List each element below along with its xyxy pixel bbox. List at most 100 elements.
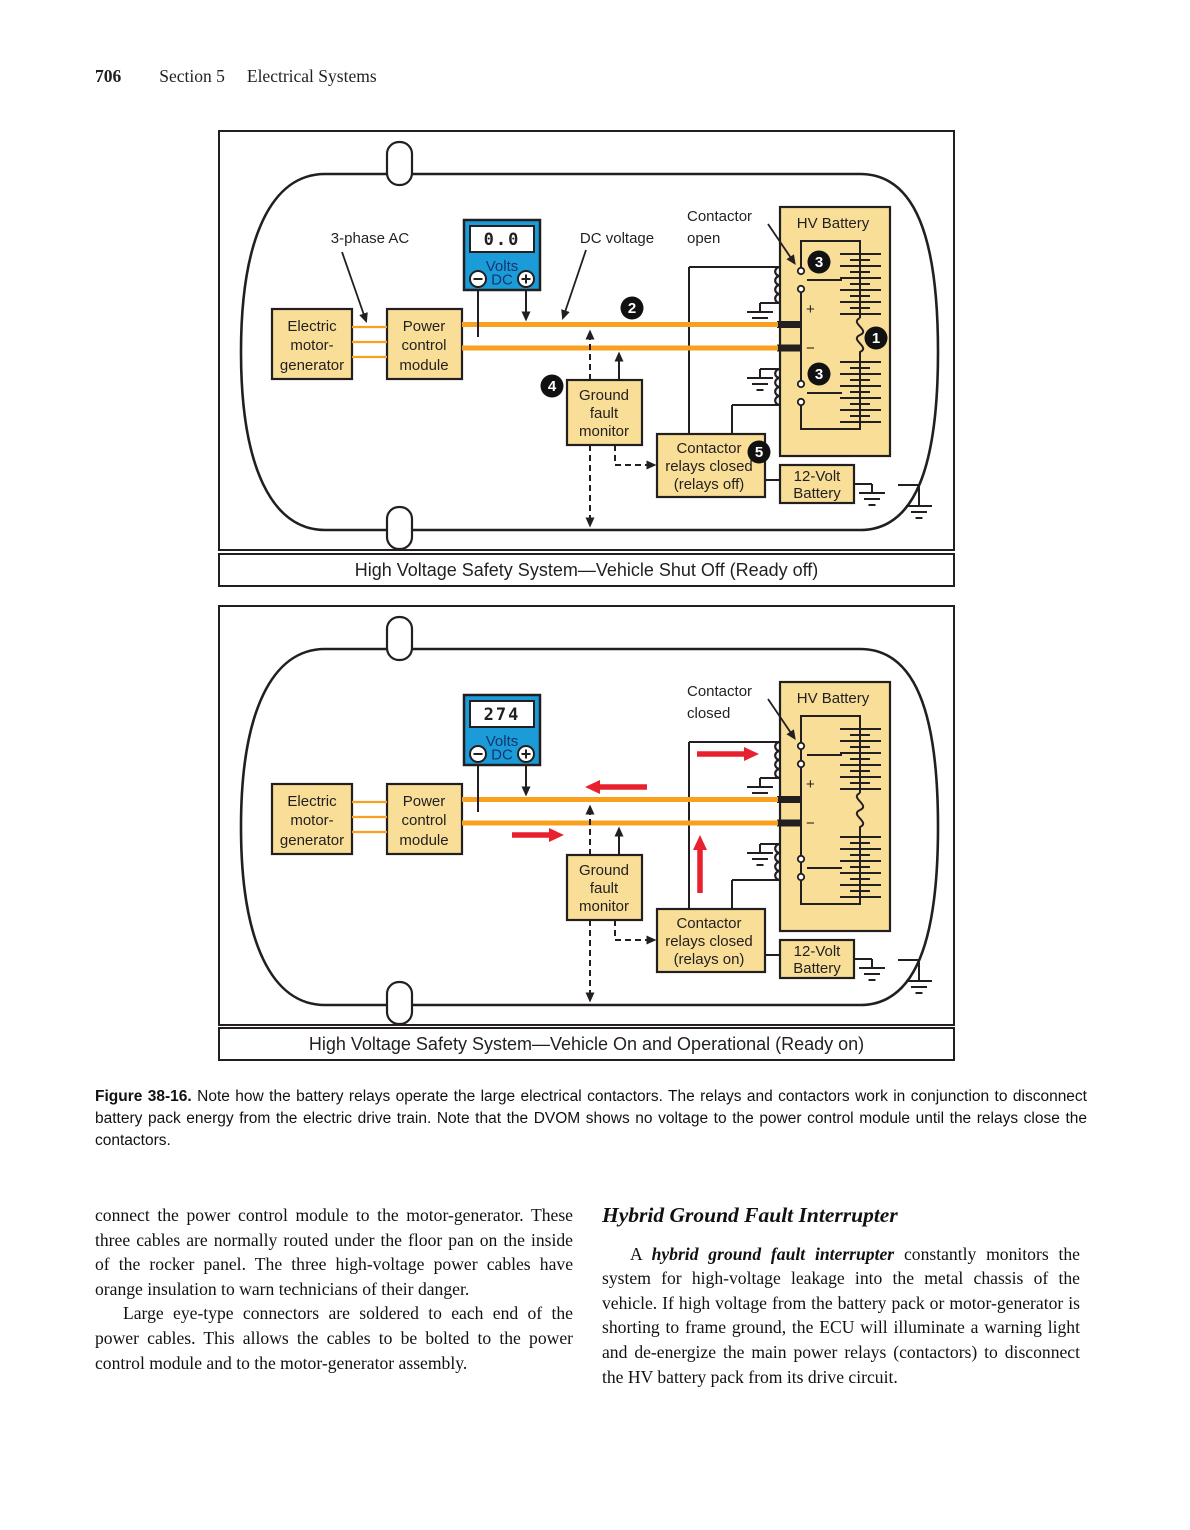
contactor-contact bbox=[796, 266, 806, 276]
hv-battery-label: HV Battery bbox=[797, 690, 870, 707]
dc-cables bbox=[462, 322, 778, 351]
hv-negative-tab bbox=[777, 819, 802, 827]
fuse-symbol bbox=[855, 792, 865, 897]
pcm-label: control bbox=[401, 812, 446, 829]
three-phase-ac-label: 3-phase AC bbox=[331, 230, 410, 247]
contactor-contact bbox=[796, 759, 806, 769]
pcm-label: module bbox=[399, 832, 448, 849]
ac-wires bbox=[352, 325, 387, 359]
12v-battery-box bbox=[778, 463, 856, 505]
contactor-contact bbox=[796, 741, 806, 751]
body-paragraph: connect the power control module to the … bbox=[95, 1205, 573, 1299]
paragraph-rest: constantly monitors the system for high-… bbox=[602, 1243, 1080, 1387]
current-flow-arrows bbox=[512, 747, 759, 893]
12v-label: Battery bbox=[793, 485, 841, 502]
dc-cables bbox=[462, 797, 778, 826]
hv-battery-label: HV Battery bbox=[797, 215, 870, 232]
gfm-label: fault bbox=[590, 880, 619, 897]
pcm-label: control bbox=[401, 337, 446, 354]
motor-label: Electric bbox=[287, 793, 337, 810]
diagram-vehicle-off-svg: HV Battery bbox=[239, 140, 940, 551]
right-column: Hybrid Ground Fault Interrupter A hybrid… bbox=[602, 1203, 1080, 1389]
motor-label: Electric bbox=[287, 318, 337, 335]
diagram-bottom-caption-text: High Voltage Safety System—Vehicle On an… bbox=[308, 1033, 865, 1054]
section-label: Section 5 bbox=[159, 66, 225, 86]
diagram-vehicle-off: HV Battery bbox=[218, 130, 955, 551]
12v-label: Battery bbox=[793, 960, 841, 977]
motor-label: generator bbox=[280, 357, 344, 374]
12v-label: 12-Volt bbox=[794, 943, 842, 960]
callout-4: 4 bbox=[540, 374, 564, 398]
figure-caption-label: Figure 38-16. bbox=[95, 1088, 192, 1105]
gfm-arrows bbox=[585, 329, 657, 528]
callout-3a: 3 bbox=[807, 250, 831, 274]
motor-label: generator bbox=[280, 832, 344, 849]
pcm-label: Power bbox=[403, 793, 446, 810]
body-paragraph: Large eye-type connectors are soldered t… bbox=[95, 1303, 573, 1373]
diagram-vehicle-on-svg: HV Battery + bbox=[239, 615, 940, 1026]
hv-positive-tab bbox=[777, 796, 802, 803]
hv-positive-tab bbox=[777, 321, 802, 328]
relays-label: Contactor bbox=[676, 440, 741, 457]
top-pillar bbox=[385, 140, 414, 187]
left-column: connect the power control module to the … bbox=[95, 1203, 573, 1375]
paragraph-lead: A bbox=[630, 1243, 652, 1264]
voltmeter: 0.0 Volts DC bbox=[462, 218, 542, 337]
motor-generator-box bbox=[270, 782, 354, 856]
relays-state-label: (relays on) bbox=[674, 951, 745, 968]
voltmeter-dc-label: DC bbox=[491, 272, 513, 289]
contactor-pointer bbox=[767, 223, 796, 266]
svg-text:3: 3 bbox=[815, 366, 823, 383]
hv-negative-tab bbox=[777, 344, 802, 352]
relays-state-label: (relays off) bbox=[674, 476, 745, 493]
contactor-contact bbox=[796, 379, 806, 389]
12v-label: 12-Volt bbox=[794, 468, 842, 485]
diagram-bottom-caption: High Voltage Safety System—Vehicle On an… bbox=[218, 1027, 955, 1061]
page-number: 706 bbox=[95, 66, 122, 86]
svg-text:4: 4 bbox=[548, 378, 557, 395]
section-title: Electrical Systems bbox=[246, 66, 377, 86]
diagram-vehicle-on: HV Battery + bbox=[218, 605, 955, 1026]
bottom-pillar bbox=[385, 505, 414, 551]
dc-voltage-pointer bbox=[561, 249, 587, 321]
contactor-contact bbox=[796, 397, 806, 407]
contactor-state-label2: open bbox=[687, 230, 720, 247]
power-control-module-box bbox=[385, 307, 464, 381]
contactor-relays-box bbox=[655, 432, 767, 499]
dc-voltage-label: DC voltage bbox=[580, 230, 654, 247]
callout-5: 5 bbox=[747, 440, 771, 464]
voltmeter-dc-label: DC bbox=[491, 747, 513, 764]
voltmeter-volts-label: Volts bbox=[486, 733, 519, 750]
callout-1: 1 bbox=[864, 326, 888, 350]
plus-terminal-label: + bbox=[806, 776, 815, 793]
page-header: 706 Section 5 Electrical Systems bbox=[95, 66, 377, 87]
power-control-module-box bbox=[385, 782, 464, 856]
svg-text:2: 2 bbox=[628, 300, 636, 317]
ground-fault-monitor-box bbox=[565, 378, 644, 447]
voltmeter-volts-label: Volts bbox=[486, 258, 519, 275]
relays-label: relays closed bbox=[665, 458, 753, 475]
key-term: hybrid ground fault interrupter bbox=[651, 1243, 895, 1264]
svg-text:1: 1 bbox=[872, 330, 880, 347]
motor-label: motor- bbox=[290, 337, 333, 354]
gfm-label: monitor bbox=[579, 423, 629, 440]
voltmeter-leads bbox=[477, 765, 526, 812]
gfm-label: Ground bbox=[579, 862, 629, 879]
ac-wires bbox=[352, 800, 387, 834]
diagram-top-caption-text: High Voltage Safety System—Vehicle Shut … bbox=[354, 559, 819, 580]
pcm-label: module bbox=[399, 357, 448, 374]
hv-battery-box bbox=[778, 680, 892, 933]
callout-3b: 3 bbox=[807, 362, 831, 386]
figure-caption-text: Note how the battery relays operate the … bbox=[95, 1088, 1087, 1149]
gfm-label: Ground bbox=[579, 387, 629, 404]
motor-label: motor- bbox=[290, 812, 333, 829]
diagram-top-caption: High Voltage Safety System—Vehicle Shut … bbox=[218, 553, 955, 587]
gfm-label: fault bbox=[590, 405, 619, 422]
minus-terminal-label: − bbox=[806, 815, 815, 832]
voltmeter-reading: 274 bbox=[484, 705, 521, 725]
plus-terminal-label: + bbox=[806, 301, 815, 318]
hv-battery-internals bbox=[800, 240, 865, 430]
fuse-symbol bbox=[855, 317, 865, 422]
contactor-relays-box bbox=[655, 907, 767, 974]
voltmeter: 274 Volts DC bbox=[462, 693, 542, 812]
